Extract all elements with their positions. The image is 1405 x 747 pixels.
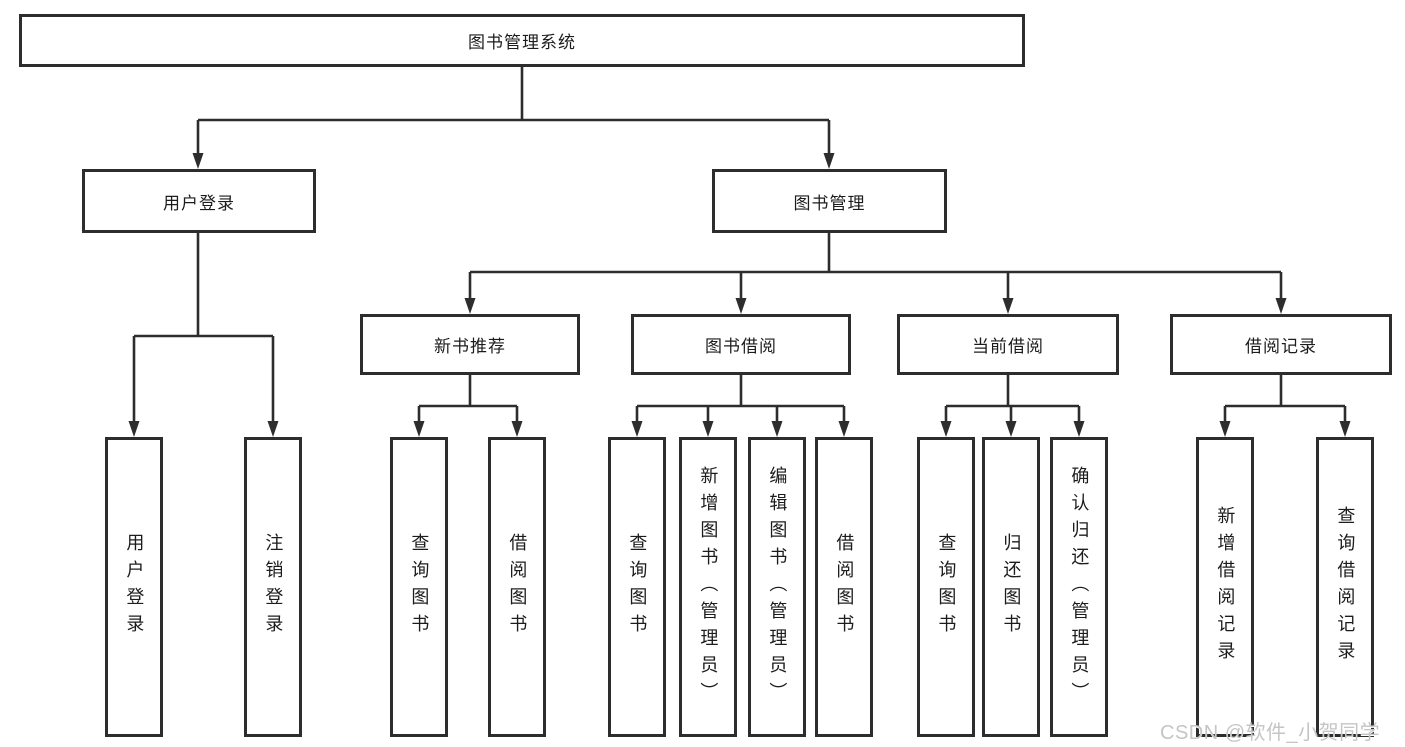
- arrowhead-down-icon: [267, 421, 279, 437]
- arrowhead-down-icon: [192, 153, 204, 169]
- arrowhead-down-icon: [511, 421, 523, 437]
- leaf-return-book: 归还图书: [982, 437, 1040, 737]
- node-new-book-recommend: 新书推荐: [360, 314, 580, 375]
- arrowhead-down-icon: [702, 421, 714, 437]
- arrowhead-down-icon: [128, 421, 140, 437]
- node-current-borrow: 当前借阅: [897, 314, 1119, 375]
- arrowhead-down-icon: [1002, 298, 1014, 314]
- node-label: 图书管理系统: [468, 33, 576, 52]
- node-label: 查询图书: [627, 533, 648, 641]
- arrowhead-down-icon: [1339, 421, 1351, 437]
- leaf-edit-book-admin: 编辑图书（管理员）: [748, 437, 806, 737]
- node-book-borrow: 图书借阅: [631, 314, 851, 375]
- arrowhead-down-icon: [1219, 421, 1231, 437]
- leaf-query-books-recommend: 查询图书: [390, 437, 448, 737]
- node-label: 新增借阅记录: [1215, 506, 1236, 668]
- node-label: 图书借阅: [705, 337, 777, 356]
- arrowhead-down-icon: [838, 421, 850, 437]
- node-label: 借阅图书: [834, 533, 855, 641]
- watermark: CSDN @软件_小贺同学: [1160, 722, 1381, 744]
- arrowhead-down-icon: [631, 421, 643, 437]
- arrowhead-down-icon: [823, 153, 835, 169]
- node-label: 注销登录: [263, 533, 284, 641]
- node-label: 新书推荐: [434, 337, 506, 356]
- node-label: 查询图书: [936, 533, 957, 641]
- leaf-confirm-return-admin: 确认归还（管理员）: [1050, 437, 1108, 737]
- arrowhead-down-icon: [1275, 298, 1287, 314]
- arrowhead-down-icon: [1073, 421, 1085, 437]
- leaf-query-borrow-record: 查询借阅记录: [1316, 437, 1374, 737]
- node-label: 用户登录: [124, 533, 145, 641]
- leaf-query-books-borrow: 查询图书: [608, 437, 666, 737]
- leaf-add-book-admin: 新增图书（管理员）: [679, 437, 737, 737]
- node-label: 借阅记录: [1245, 337, 1317, 356]
- leaf-query-books-current: 查询图书: [917, 437, 975, 737]
- node-user-login: 用户登录: [82, 169, 316, 233]
- node-label: 查询图书: [409, 533, 430, 641]
- node-book-management: 图书管理: [712, 169, 947, 233]
- node-label: 当前借阅: [972, 337, 1044, 356]
- leaf-borrow-books-recommend: 借阅图书: [488, 437, 546, 737]
- node-library-management-system: 图书管理系统: [19, 14, 1025, 67]
- node-borrow-records: 借阅记录: [1170, 314, 1392, 375]
- arrowhead-down-icon: [771, 421, 783, 437]
- node-label: 查询借阅记录: [1335, 506, 1356, 668]
- arrowhead-down-icon: [940, 421, 952, 437]
- leaf-logout: 注销登录: [244, 437, 302, 737]
- node-label: 图书管理: [793, 193, 866, 213]
- leaf-user-login: 用户登录: [105, 437, 163, 737]
- node-label: 归还图书: [1001, 533, 1022, 641]
- arrowhead-down-icon: [1005, 421, 1017, 437]
- node-label: 编辑图书（管理员）: [767, 465, 788, 709]
- node-label: 新增图书（管理员）: [698, 465, 719, 709]
- node-label: 借阅图书: [507, 533, 528, 641]
- arrowhead-down-icon: [735, 298, 747, 314]
- node-label: 确认归还（管理员）: [1069, 465, 1090, 709]
- arrowhead-down-icon: [464, 298, 476, 314]
- arrowhead-down-icon: [413, 421, 425, 437]
- leaf-borrow-books-borrow: 借阅图书: [815, 437, 873, 737]
- leaf-add-borrow-record: 新增借阅记录: [1196, 437, 1254, 737]
- node-label: 用户登录: [163, 193, 235, 213]
